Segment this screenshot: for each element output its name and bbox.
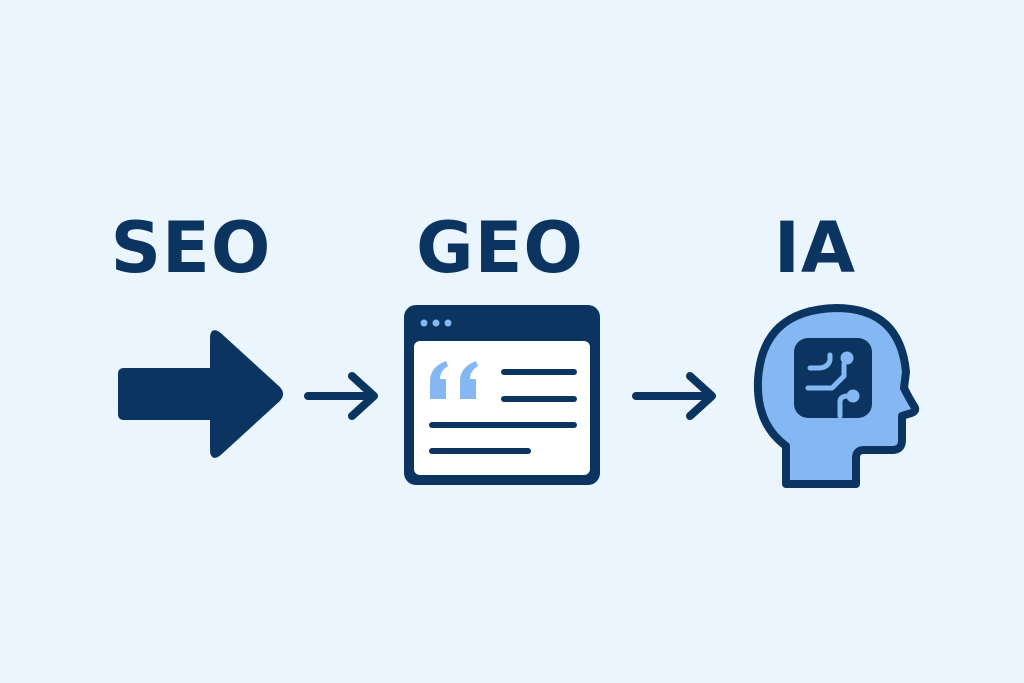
chip-icon: [794, 338, 872, 418]
bold-arrow-right-icon: [118, 330, 283, 458]
quote-mark-icon: [430, 361, 478, 399]
window-dot-icon: [420, 319, 428, 327]
stage-label-ia: IA: [773, 207, 857, 289]
text-lines-icon: [429, 369, 577, 454]
arrow-right-icon: [304, 372, 378, 420]
stage-label-seo: SEO: [110, 207, 272, 289]
stage-label-geo: GEO: [416, 207, 584, 289]
head-with-circuit-chip-icon: [753, 304, 920, 488]
arrow-right-icon: [632, 372, 716, 420]
circuit-traces-icon: [805, 352, 851, 419]
window-dot-icon: [432, 319, 440, 327]
window-dot-icon: [444, 319, 452, 327]
browser-window-quote-icon: [404, 305, 600, 485]
